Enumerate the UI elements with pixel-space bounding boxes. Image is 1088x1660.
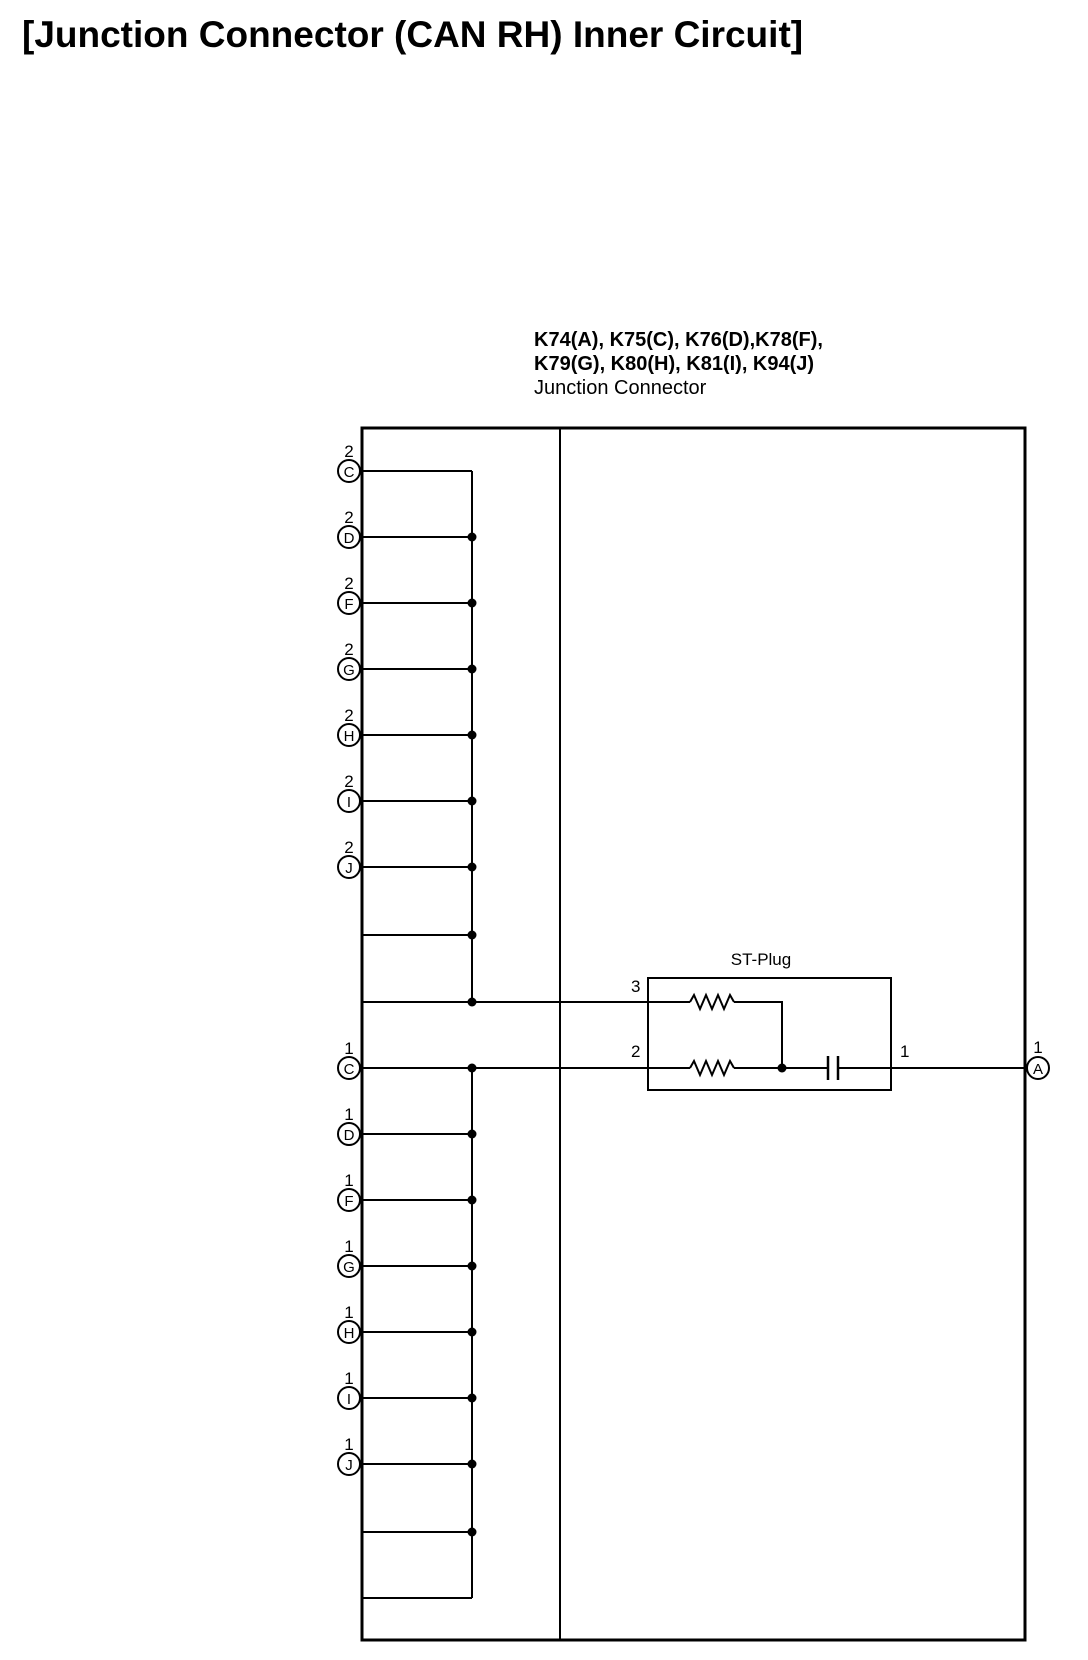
connector-letter: C [344,1061,355,1078]
pin-number: 1 [344,1237,353,1256]
output-pin-number: 1 [1033,1038,1042,1057]
pin-number: 1 [344,1435,353,1454]
junction-dot [467,532,477,542]
connector-letter: F [344,1193,353,1210]
component-name: Junction Connector [534,377,707,399]
pin-number: 2 [344,442,353,461]
connector-circle [337,723,361,747]
pin-number: 2 [344,640,353,659]
connector-letter: H [344,728,355,745]
junction-dot [467,1527,477,1537]
connector-letter: J [345,860,353,877]
pin-number: 1 [344,1369,353,1388]
connector-letter: G [343,1259,355,1276]
connector-letter: I [347,794,351,811]
connector-letter: J [345,1457,353,1474]
connector-circle [337,789,361,813]
junction-dot [467,664,477,674]
st-plug-label: ST-Plug [731,950,791,969]
st-plug-pin-2-label: 2 [631,1042,640,1061]
junction-dot [467,1129,477,1139]
junction-dot [467,1327,477,1337]
connector-circle [337,1320,361,1344]
pin-number: 2 [344,706,353,725]
pin-number: 2 [344,772,353,791]
pin-number: 1 [344,1171,353,1190]
output-connector-circle [1026,1056,1050,1080]
connector-letter: I [347,1391,351,1408]
pin-number: 2 [344,838,353,857]
connector-circle [337,1056,361,1080]
page-title: [Junction Connector (CAN RH) Inner Circu… [22,14,804,55]
junction-dot [777,1063,787,1073]
pin-number: 1 [344,1105,353,1124]
resistor-symbol-1 [689,992,735,1012]
pin-number: 1 [344,1303,353,1322]
connector-circle [337,1188,361,1212]
junction-dot [467,862,477,872]
connector-circle [337,459,361,483]
st-plug-wire [734,1001,783,1068]
pin-number: 2 [344,508,353,527]
resistor-symbol-2 [689,1058,735,1078]
connector-letter: D [344,1127,355,1144]
component-ids-line-2: K79(G), K80(H), K81(I), K94(J) [534,353,814,375]
output-connector-letter: A [1033,1061,1043,1078]
connector-letter: F [344,596,353,613]
pin-number: 1 [344,1039,353,1058]
junction-dot [467,796,477,806]
st-plug-pin-3-label: 3 [631,977,640,996]
junction-dot [467,1459,477,1469]
connector-circle [337,525,361,549]
connector-circle [337,1386,361,1410]
connector-circle [337,657,361,681]
junction-dot [467,598,477,608]
junction-dot [467,1393,477,1403]
junction-dot [467,997,477,1007]
junction-dot [467,1195,477,1205]
connector-letter: G [343,662,355,679]
junction-dot [467,930,477,940]
connector-circle [337,1122,361,1146]
st-plug-pin-1-label: 1 [900,1042,909,1061]
connector-circle [337,1254,361,1278]
component-ids-line-1: K74(A), K75(C), K76(D),K78(F), [534,329,823,351]
st-plug-box [647,977,892,1091]
connector-circle [337,1452,361,1476]
connector-circle [337,591,361,615]
connector-letter: D [344,530,355,547]
connector-letter: C [344,464,355,481]
junction-dot [467,1261,477,1271]
junction-dot [467,730,477,740]
connector-letter: H [344,1325,355,1342]
junction-connector-box [360,426,1027,1642]
pin-number: 2 [344,574,353,593]
connector-circle [337,855,361,879]
